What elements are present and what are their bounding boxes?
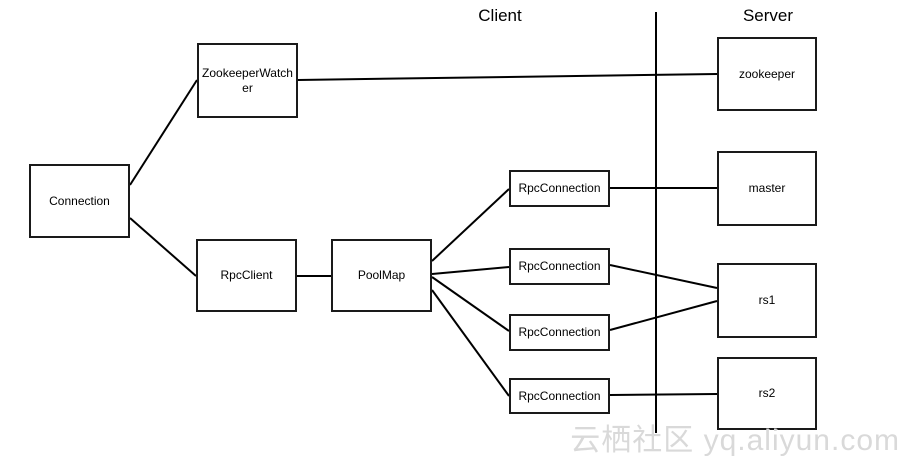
edge-rpcconnection3-rs1 — [609, 300, 718, 331]
edge-poolmap-rpcconnection4 — [431, 289, 510, 397]
edge-connection-zookeeperwatcher — [129, 79, 198, 186]
client-region-label: Client — [478, 6, 522, 25]
edge-rpcconnection2-rs1 — [609, 264, 718, 289]
edge-zookeeperwatcher-zookeeper — [297, 73, 718, 81]
edge-poolmap-rpcconnection3 — [431, 276, 510, 332]
edge-poolmap-rpcconnection2 — [431, 266, 510, 275]
server-region-label: Server — [742, 6, 794, 25]
edge-connection-rpcclient — [129, 217, 197, 277]
edge-poolmap-rpcconnection1 — [431, 188, 510, 262]
edge-rpcconnection4-rs2 — [609, 393, 718, 396]
watermark: 云栖社区 yq.aliyun.com — [570, 424, 900, 457]
